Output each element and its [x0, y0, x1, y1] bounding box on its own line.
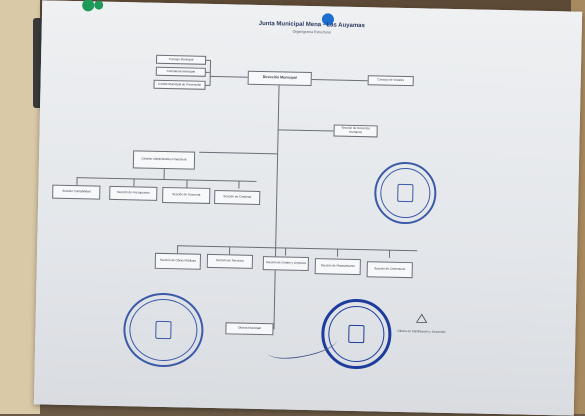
- footer-note: Oficina de Planificación y Desarrollo: [397, 328, 446, 334]
- connector-line: [199, 151, 278, 155]
- division-child-box: Sección de Compras: [214, 190, 261, 205]
- top-left-box: Comité Municipal de Prevención: [153, 79, 206, 90]
- lower-row-box: Sección de Ornato y Limpieza: [262, 256, 309, 272]
- connector-line: [336, 248, 338, 257]
- seal-stamp-icon: [373, 161, 437, 225]
- connector-line: [209, 59, 211, 86]
- right-mid-box: Sección de Recursos Humanos: [333, 124, 378, 138]
- main-director-box: Dirección Municipal: [247, 70, 312, 87]
- connector-line: [229, 246, 230, 255]
- connector-line: [209, 75, 248, 78]
- spine-line: [273, 85, 280, 326]
- connector-line: [76, 177, 257, 182]
- connector-line: [133, 178, 135, 187]
- seal-stamp-icon: [320, 298, 393, 370]
- lower-row-box: Sección de Planeamiento: [314, 258, 361, 276]
- connector-line: [311, 79, 368, 82]
- green-pin-icon: [82, 0, 95, 12]
- emblem-icon: [415, 313, 428, 323]
- division-child-box: Sección de Tesorería: [162, 186, 211, 204]
- signature-mark: [265, 329, 339, 364]
- connector-line: [238, 180, 240, 189]
- connector-line: [163, 168, 165, 179]
- division-child-box: Sección Contabilidad: [52, 184, 101, 200]
- lower-row-box: Sección de Servicios: [206, 253, 254, 269]
- seal-stamp-icon: [122, 292, 205, 368]
- lower-row-box: Sección de Cementerio: [366, 261, 413, 279]
- connector-line: [284, 247, 286, 256]
- top-left-box: Contraloría Municipal: [155, 66, 206, 77]
- division-child-box: Sección de Presupuesto: [109, 185, 158, 201]
- lower-row-box: Sección de Obras Públicas: [154, 252, 202, 270]
- connector-line: [177, 245, 178, 254]
- connector-line: [177, 245, 418, 252]
- connector-line: [76, 177, 78, 186]
- org-chart-sheet: Junta Municipal Mena - Las Auyamas Organ…: [33, 0, 583, 416]
- connector-line: [186, 179, 188, 188]
- division-box: División Administrativo Financiera: [132, 150, 196, 170]
- connector-line: [273, 325, 275, 330]
- green-pin-icon: [94, 0, 104, 10]
- right-top-box: Concejo de Vocales: [367, 75, 414, 87]
- connector-line: [388, 249, 390, 258]
- bottom-box: Oficina Municipal: [225, 322, 274, 336]
- connector-line: [277, 129, 334, 132]
- top-left-box: Consejo Municipal: [155, 54, 207, 65]
